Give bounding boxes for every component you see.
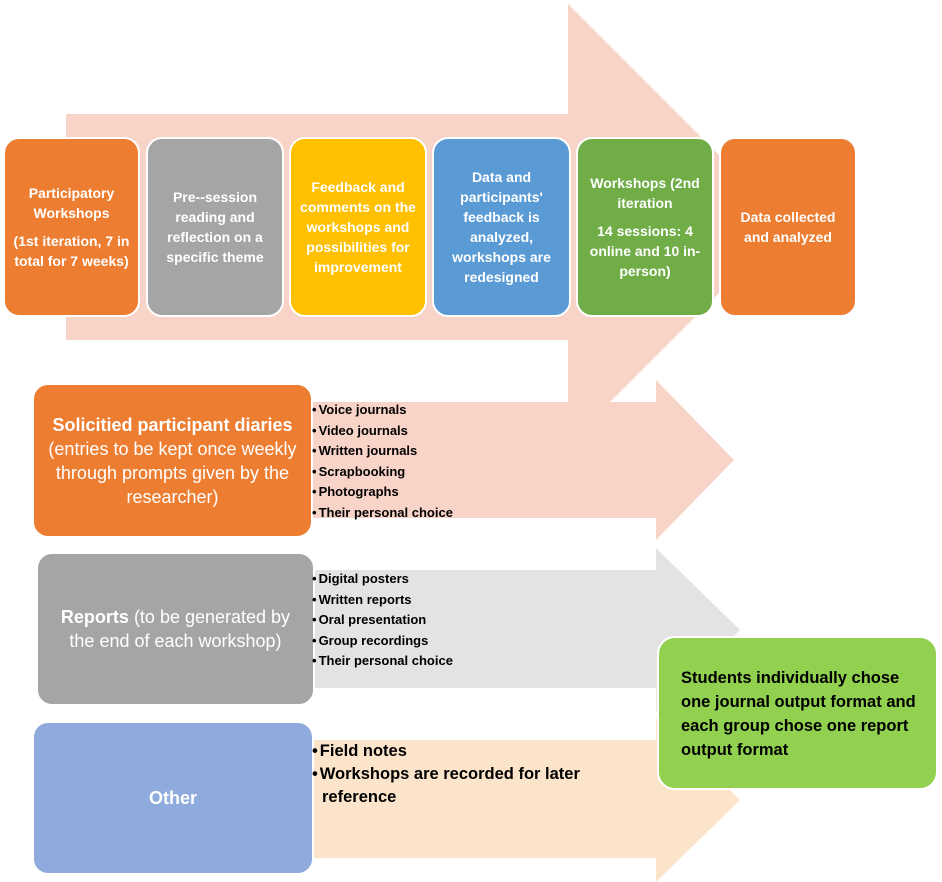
- reports-list: Digital posters Written reports Oral pre…: [312, 569, 453, 672]
- process-step-2-text: Pre--session reading and reflection on a…: [166, 189, 264, 265]
- process-step-data-analyzed: Data and participants' feedback is analy…: [432, 137, 571, 317]
- process-step-1-title: Participatory Workshops: [28, 185, 115, 221]
- list-item: Digital posters: [312, 569, 453, 590]
- list-item: Their personal choice: [312, 651, 453, 672]
- diaries-list: Voice journals Video journals Written jo…: [312, 400, 453, 523]
- process-step-data-collected: Data collected and analyzed: [719, 137, 857, 317]
- process-step-5-title: Workshops (2nd iteration: [590, 175, 700, 211]
- list-item: Their personal choice: [312, 503, 453, 524]
- diaries-title: Solicitied participant diaries: [52, 414, 293, 435]
- process-step-1-detail: (1st iteration, 7 in total for 7 weeks): [13, 233, 130, 269]
- other-title: Other: [148, 788, 197, 808]
- list-item: Scrapbooking: [312, 462, 453, 483]
- diaries-detail: (entries to be kept once weekly through …: [48, 438, 297, 507]
- reports-title: Reports: [60, 607, 129, 627]
- list-item: Voice journals: [312, 400, 453, 421]
- list-item: Workshops are recorded for later referen…: [312, 763, 642, 809]
- process-step-5-detail: 14 sessions: 4 online and 10 in-person): [589, 223, 701, 279]
- outcome-text: Students individually chose one journal …: [681, 669, 916, 759]
- process-step-feedback: Feedback and comments on the workshops a…: [289, 137, 427, 317]
- list-item: Written journals: [312, 441, 453, 462]
- process-step-3-text: Feedback and comments on the workshops a…: [300, 179, 416, 275]
- other-box: Other: [32, 721, 314, 875]
- process-step-4-text: Data and participants' feedback is analy…: [452, 169, 551, 285]
- other-list: Field notes Workshops are recorded for l…: [312, 740, 642, 809]
- diaries-box: Solicitied participant diaries (entries …: [32, 383, 313, 538]
- list-item: Written reports: [312, 590, 453, 611]
- outcome-box: Students individually chose one journal …: [657, 636, 938, 790]
- reports-box: Reports (to be generated by the end of e…: [36, 552, 315, 706]
- process-arrow: [66, 4, 788, 444]
- process-step-participatory-workshops: Participatory Workshops (1st iteration, …: [3, 137, 140, 317]
- list-item: Group recordings: [312, 631, 453, 652]
- process-step-pre-session-reading: Pre--session reading and reflection on a…: [146, 137, 284, 317]
- list-item: Photographs: [312, 482, 453, 503]
- list-item: Field notes: [312, 740, 642, 763]
- process-step-6-text: Data collected and analyzed: [740, 209, 836, 245]
- list-item: Oral presentation: [312, 610, 453, 631]
- process-step-workshops-second-iteration: Workshops (2nd iteration 14 sessions: 4 …: [576, 137, 714, 317]
- reports-detail: (to be generated by the end of each work…: [69, 607, 291, 651]
- list-item: Video journals: [312, 421, 453, 442]
